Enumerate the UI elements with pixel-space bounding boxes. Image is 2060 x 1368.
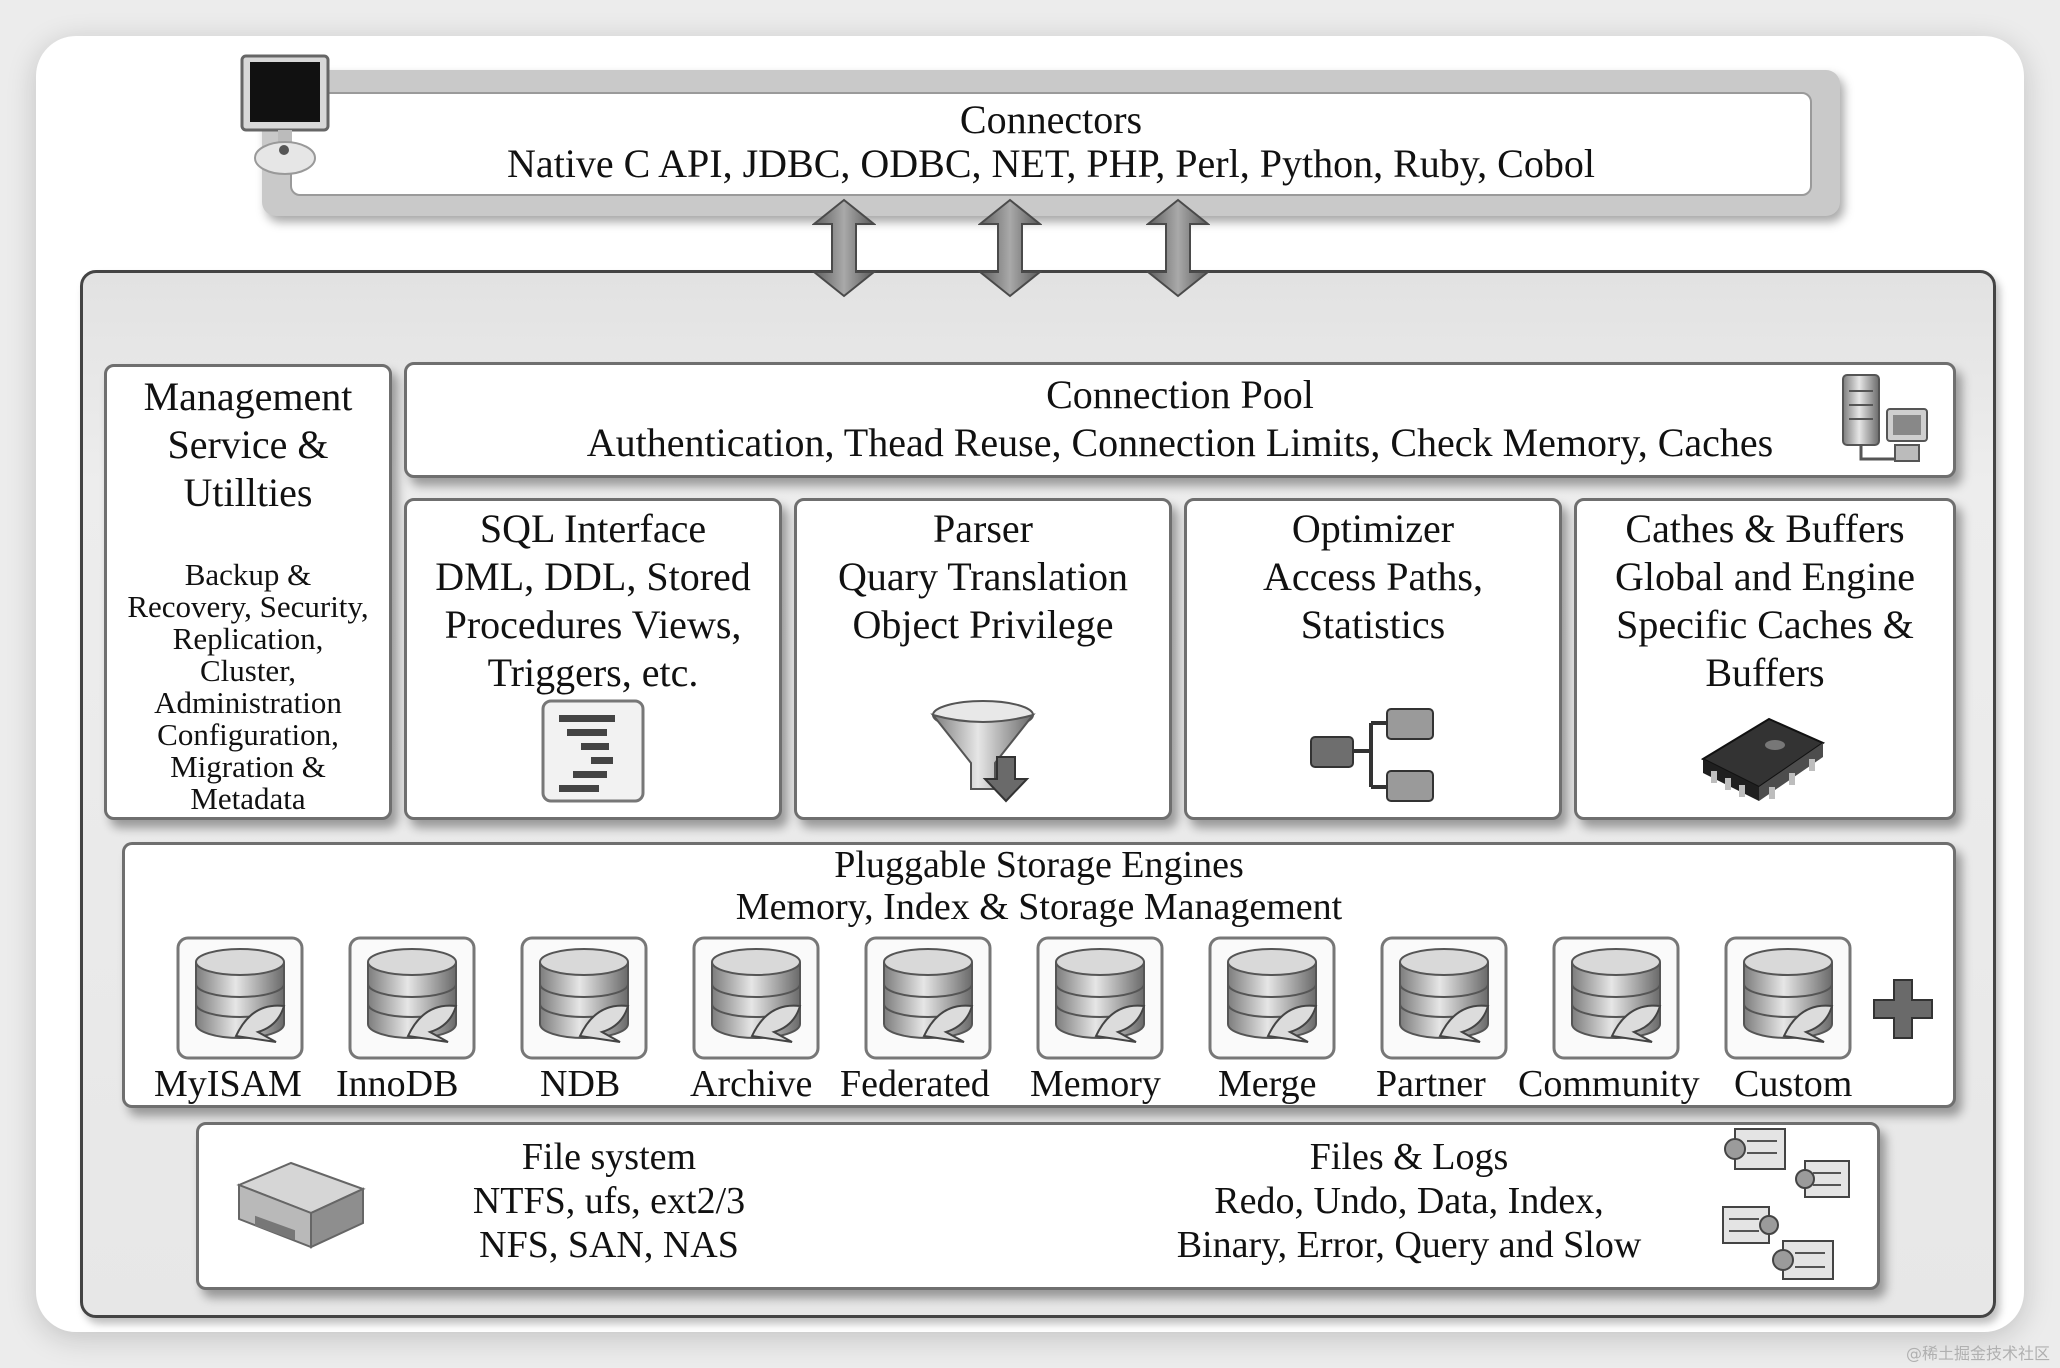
management-title-1: Management bbox=[143, 374, 353, 419]
sql-interface-line-3: Procedures Views, bbox=[444, 602, 742, 647]
sql-interface-line-4: Triggers, etc. bbox=[487, 650, 699, 695]
engine-label-partner: Partner bbox=[1376, 1063, 1486, 1105]
parser-line-3: Object Privilege bbox=[852, 602, 1114, 647]
optimizer-line-3: Statistics bbox=[1300, 602, 1446, 647]
optimizer-line-1: Optimizer bbox=[1291, 506, 1455, 551]
sql-interface-line-2: DML, DDL, Stored bbox=[435, 554, 751, 599]
engine-label-ndb: NDB bbox=[540, 1063, 621, 1105]
optimizer-line-2: Access Paths, bbox=[1263, 554, 1483, 599]
engine-label-federated: Federated bbox=[840, 1063, 990, 1105]
engine-label-archive: Archive bbox=[690, 1063, 813, 1105]
management-detail-8: Metadata bbox=[190, 781, 306, 816]
funnel-icon bbox=[930, 700, 1036, 803]
connection-pool-title: Connection Pool bbox=[1046, 372, 1314, 417]
memory-chip-icon bbox=[1700, 717, 1826, 801]
file-system-box: File system NTFS, ufs, ext2/3 NFS, SAN, … bbox=[196, 1122, 1880, 1290]
engine-community-icon bbox=[1552, 936, 1680, 1060]
client-computer-icon bbox=[240, 54, 330, 175]
engine-myisam-icon bbox=[176, 936, 304, 1060]
engine-ndb-icon bbox=[520, 936, 648, 1060]
files-logs-line-2: Redo, Undo, Data, Index, bbox=[1214, 1180, 1604, 1222]
flow-tree-icon bbox=[1310, 708, 1434, 802]
bidirectional-arrow-icon bbox=[978, 198, 1042, 298]
engine-label-custom: Custom bbox=[1734, 1063, 1853, 1105]
engine-custom-icon bbox=[1724, 936, 1852, 1060]
file-system-line-1: File system bbox=[521, 1136, 697, 1178]
server-network-icon bbox=[1842, 374, 1928, 462]
file-system-line-2: NTFS, ufs, ext2/3 bbox=[472, 1180, 746, 1222]
management-detail-7: Migration & bbox=[170, 749, 326, 784]
bidirectional-arrow-icon bbox=[1146, 198, 1210, 298]
engine-partner-icon bbox=[1380, 936, 1508, 1060]
files-logs-line-1: Files & Logs bbox=[1309, 1136, 1509, 1178]
management-title-2: Service & bbox=[167, 422, 329, 467]
optimizer-box: Optimizer Access Paths, Statistics bbox=[1184, 498, 1562, 820]
file-system-line-3: NFS, SAN, NAS bbox=[479, 1224, 739, 1266]
caches-line-1: Cathes & Buffers bbox=[1625, 506, 1905, 551]
caches-line-2: Global and Engine bbox=[1615, 554, 1915, 599]
engine-merge-icon bbox=[1208, 936, 1336, 1060]
watermark: @稀土掘金技术社区 bbox=[1905, 1344, 2050, 1363]
management-detail-1: Backup & bbox=[184, 557, 312, 592]
management-detail-4: Cluster, bbox=[199, 653, 297, 688]
parser-line-1: Parser bbox=[933, 506, 1033, 551]
sql-interface-box: SQL Interface DML, DDL, Stored Procedure… bbox=[404, 498, 782, 820]
caches-line-3: Specific Caches & bbox=[1616, 602, 1914, 647]
engine-label-community: Community bbox=[1518, 1063, 1700, 1105]
storage-title: Pluggable Storage Engines bbox=[834, 844, 1244, 886]
files-logs-line-3: Binary, Error, Query and Slow bbox=[1176, 1224, 1642, 1266]
engine-memory-icon bbox=[1036, 936, 1164, 1060]
management-title-3: Utillties bbox=[183, 470, 313, 515]
engine-label-merge: Merge bbox=[1218, 1063, 1317, 1105]
engine-label-innodb: InnoDB bbox=[336, 1063, 459, 1105]
plus-icon bbox=[1873, 979, 1933, 1039]
management-services-box: Management Service & Utillties Backup & … bbox=[104, 364, 392, 820]
connectors-list: Native C API, JDBC, ODBC, NET, PHP, Perl… bbox=[507, 141, 1595, 186]
connectors-box: Connectors Native C API, JDBC, ODBC, NET… bbox=[290, 92, 1812, 196]
management-detail-2: Recovery, Security, bbox=[127, 589, 369, 624]
connection-pool-detail: Authentication, Thead Reuse, Connection … bbox=[586, 420, 1774, 465]
hard-drive-icon bbox=[236, 1161, 366, 1249]
management-detail-6: Configuration, bbox=[157, 717, 339, 752]
management-detail-5: Administration bbox=[154, 685, 342, 720]
log-scrolls-icon bbox=[1722, 1128, 1850, 1280]
caches-line-4: Buffers bbox=[1705, 650, 1825, 695]
connectors-title: Connectors bbox=[959, 97, 1143, 142]
engine-federated-icon bbox=[864, 936, 992, 1060]
connection-pool-box: Connection Pool Authentication, Thead Re… bbox=[404, 362, 1956, 478]
document-code-icon bbox=[541, 699, 645, 803]
parser-box: Parser Quary Translation Object Privileg… bbox=[794, 498, 1172, 820]
sql-interface-line-1: SQL Interface bbox=[479, 506, 707, 551]
bidirectional-arrow-icon bbox=[812, 198, 876, 298]
engine-archive-icon bbox=[692, 936, 820, 1060]
storage-subtitle: Memory, Index & Storage Management bbox=[735, 886, 1343, 928]
engine-innodb-icon bbox=[348, 936, 476, 1060]
management-detail-3: Replication, bbox=[172, 621, 324, 656]
engine-label-memory: Memory bbox=[1030, 1063, 1161, 1105]
caches-buffers-box: Cathes & Buffers Global and Engine Speci… bbox=[1574, 498, 1956, 820]
engine-label-myisam: MyISAM bbox=[154, 1063, 302, 1105]
parser-line-2: Quary Translation bbox=[838, 554, 1128, 599]
